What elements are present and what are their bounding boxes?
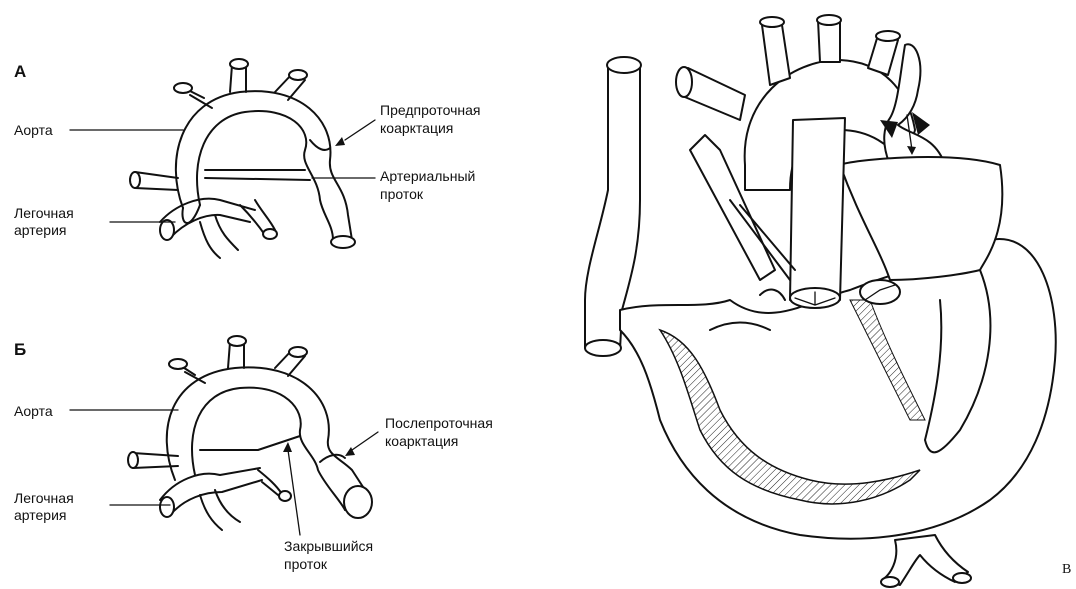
pulmonary-valve bbox=[860, 280, 900, 304]
pulmonary-trunk bbox=[840, 157, 1002, 280]
ivc-opening bbox=[585, 340, 621, 356]
atrial-line-1 bbox=[760, 290, 785, 300]
svc-opening bbox=[607, 57, 641, 73]
aortic-branch-2 bbox=[818, 20, 840, 62]
inferior-vessel-end-right bbox=[953, 573, 971, 583]
aortic-branch-3-end bbox=[876, 31, 900, 41]
aortic-branch-1 bbox=[762, 25, 790, 85]
aortic-branch-2-end bbox=[817, 15, 841, 25]
panel-c-letter: В bbox=[1062, 562, 1071, 578]
left-pulmonary-vessel-end bbox=[676, 67, 692, 97]
inferior-vessel-end-left bbox=[881, 577, 899, 587]
aortic-branch-1-end bbox=[760, 17, 784, 27]
ascending-aorta bbox=[790, 118, 845, 300]
